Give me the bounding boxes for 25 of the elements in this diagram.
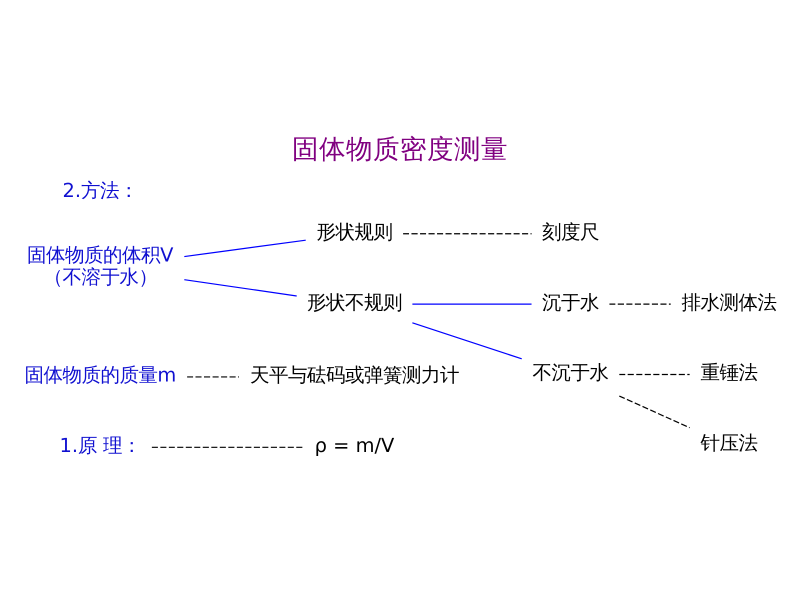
node-text: 形状规则 — [316, 220, 392, 243]
node-text: 重锤法 — [700, 360, 758, 384]
node-text: 固体物质的体积V （不溶于水） — [27, 242, 174, 288]
node-text: 天平与砝码或弹簧测力计 — [250, 363, 459, 386]
node-text: ρ = m/V — [314, 433, 394, 456]
node-text: 刻度尺 — [542, 220, 599, 243]
connector — [184, 239, 306, 257]
connector — [609, 303, 671, 304]
connector — [619, 373, 690, 375]
diagram-title: 固体物质密度测量 — [292, 134, 508, 165]
node-text: 形状不规则 — [307, 290, 402, 314]
node-text: 沉于水 — [542, 290, 599, 314]
connector — [184, 278, 297, 296]
connector — [412, 322, 522, 359]
connector — [412, 303, 532, 304]
node-text: 排水测体法 — [681, 290, 776, 314]
node-text: 针压法 — [700, 430, 758, 454]
node-text: 固体物质的质量m — [24, 363, 176, 386]
connector — [152, 446, 304, 448]
label: 2.方法： — [62, 178, 138, 202]
node-text: 1.原 理： — [59, 433, 142, 456]
connector — [403, 232, 532, 234]
connector — [619, 394, 690, 428]
node-text: 不沉于水 — [532, 360, 608, 384]
connector — [187, 376, 239, 378]
